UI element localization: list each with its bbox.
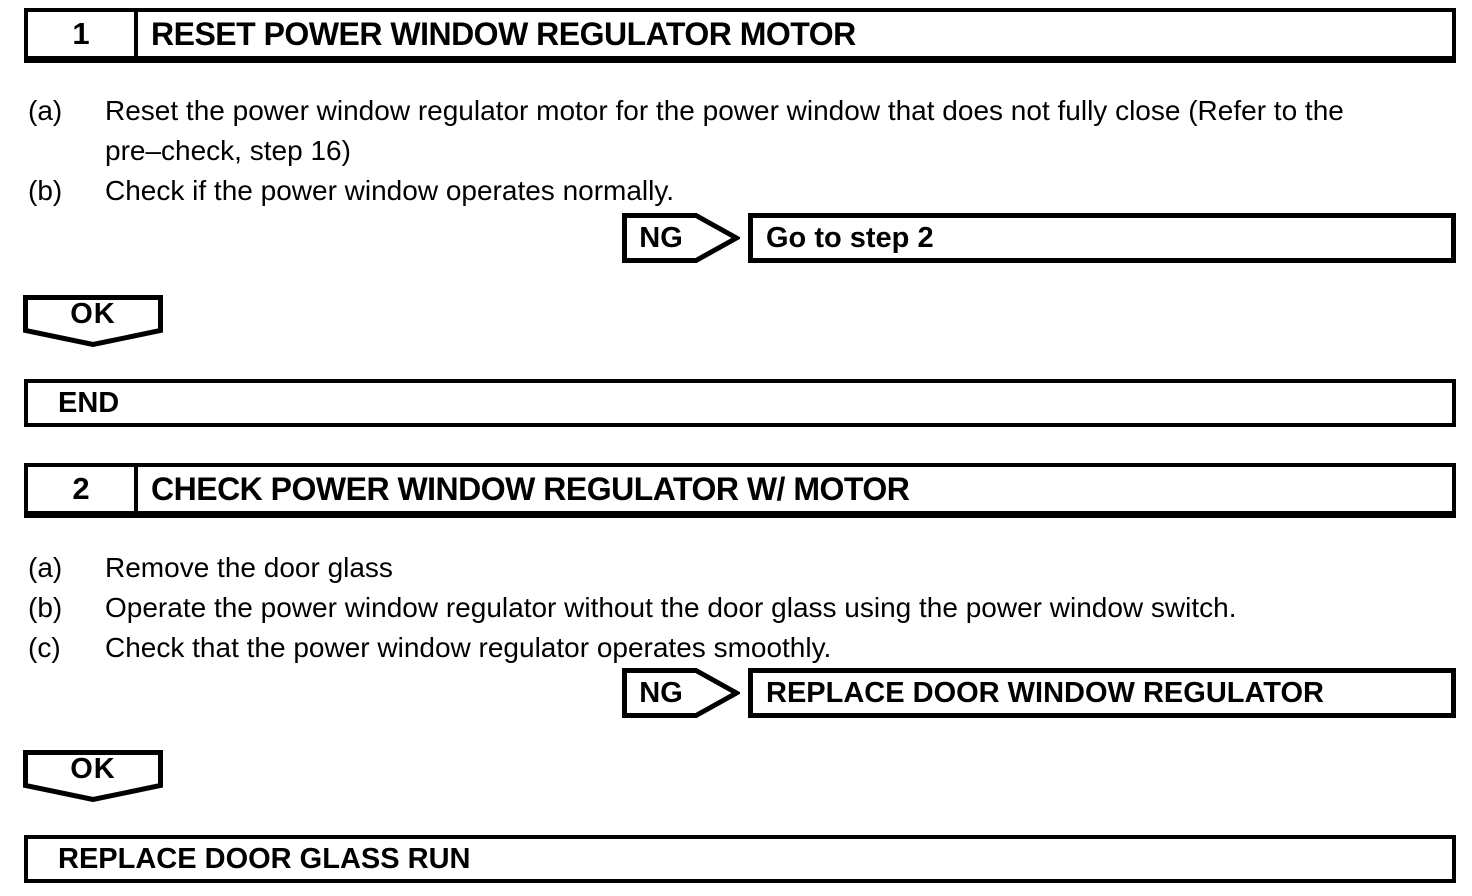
- step-2-ok-banner: OK: [23, 750, 163, 802]
- instruction-item: (a) Reset the power window regulator mot…: [24, 91, 1456, 131]
- instruction-text: Reset the power window regulator motor f…: [105, 95, 1344, 126]
- instruction-text: Remove the door glass: [105, 552, 393, 583]
- ng-result-text: Go to step 2: [766, 221, 934, 254]
- instruction-label: (a): [28, 552, 63, 583]
- step-title: CHECK POWER WINDOW REGULATOR W/ MOTOR: [151, 470, 910, 507]
- ok-label: OK: [70, 752, 116, 785]
- ok-banner-shape: [23, 295, 163, 347]
- instruction-label: [24, 131, 105, 171]
- step-2-header: 2 CHECK POWER WINDOW REGULATOR W/ MOTOR: [24, 463, 1456, 518]
- end-text: END: [58, 386, 120, 419]
- ng-result-box: REPLACE DOOR WINDOW REGULATOR: [748, 668, 1456, 718]
- step-1-header: 1 RESET POWER WINDOW REGULATOR MOTOR: [24, 8, 1456, 63]
- step-1-ok-banner: OK: [23, 295, 163, 347]
- ng-label: NG: [639, 676, 683, 709]
- instruction-label: (a): [28, 95, 63, 126]
- instruction-item-continuation: pre–check, step 16): [24, 131, 1456, 171]
- step-number: 2: [28, 467, 138, 511]
- ng-arrow-shape: [622, 213, 740, 263]
- step-number: 1: [28, 12, 138, 56]
- result-text: REPLACE DOOR GLASS RUN: [58, 842, 471, 875]
- step-title: RESET POWER WINDOW REGULATOR MOTOR: [151, 15, 856, 52]
- ng-label: NG: [639, 221, 683, 254]
- step-2-ng-row: NG REPLACE DOOR WINDOW REGULATOR: [622, 668, 1456, 718]
- instruction-item: (a) Remove the door glass: [24, 548, 1456, 588]
- replace-door-glass-run-box: REPLACE DOOR GLASS RUN: [24, 835, 1456, 883]
- ng-result-box: Go to step 2: [748, 213, 1456, 263]
- step-1-ng-row: NG Go to step 2: [622, 213, 1456, 263]
- instruction-label: (b): [28, 175, 63, 206]
- instruction-text: Check if the power window operates norma…: [105, 175, 675, 206]
- instruction-text: Check that the power window regulator op…: [105, 632, 832, 663]
- ok-label: OK: [70, 297, 116, 330]
- instruction-item: (c) Check that the power window regulato…: [24, 628, 1456, 668]
- ng-arrow-shape: [622, 668, 740, 718]
- instruction-text: pre–check, step 16): [105, 135, 351, 166]
- step-1-instructions: (a) Reset the power window regulator mot…: [24, 91, 1456, 211]
- instruction-item: (b) Check if the power window operates n…: [24, 171, 1456, 211]
- ng-arrow-tag: NG: [622, 213, 740, 263]
- ng-arrow-tag: NG: [622, 668, 740, 718]
- instruction-item: (b) Operate the power window regulator w…: [24, 588, 1456, 628]
- ng-result-text: REPLACE DOOR WINDOW REGULATOR: [766, 676, 1324, 709]
- end-box: END: [24, 379, 1456, 427]
- instruction-label: (b): [28, 592, 63, 623]
- ok-banner-shape: [23, 750, 163, 802]
- step-2-instructions: (a) Remove the door glass (b) Operate th…: [24, 548, 1456, 668]
- instruction-label: (c): [28, 632, 61, 663]
- instruction-text: Operate the power window regulator witho…: [105, 592, 1237, 623]
